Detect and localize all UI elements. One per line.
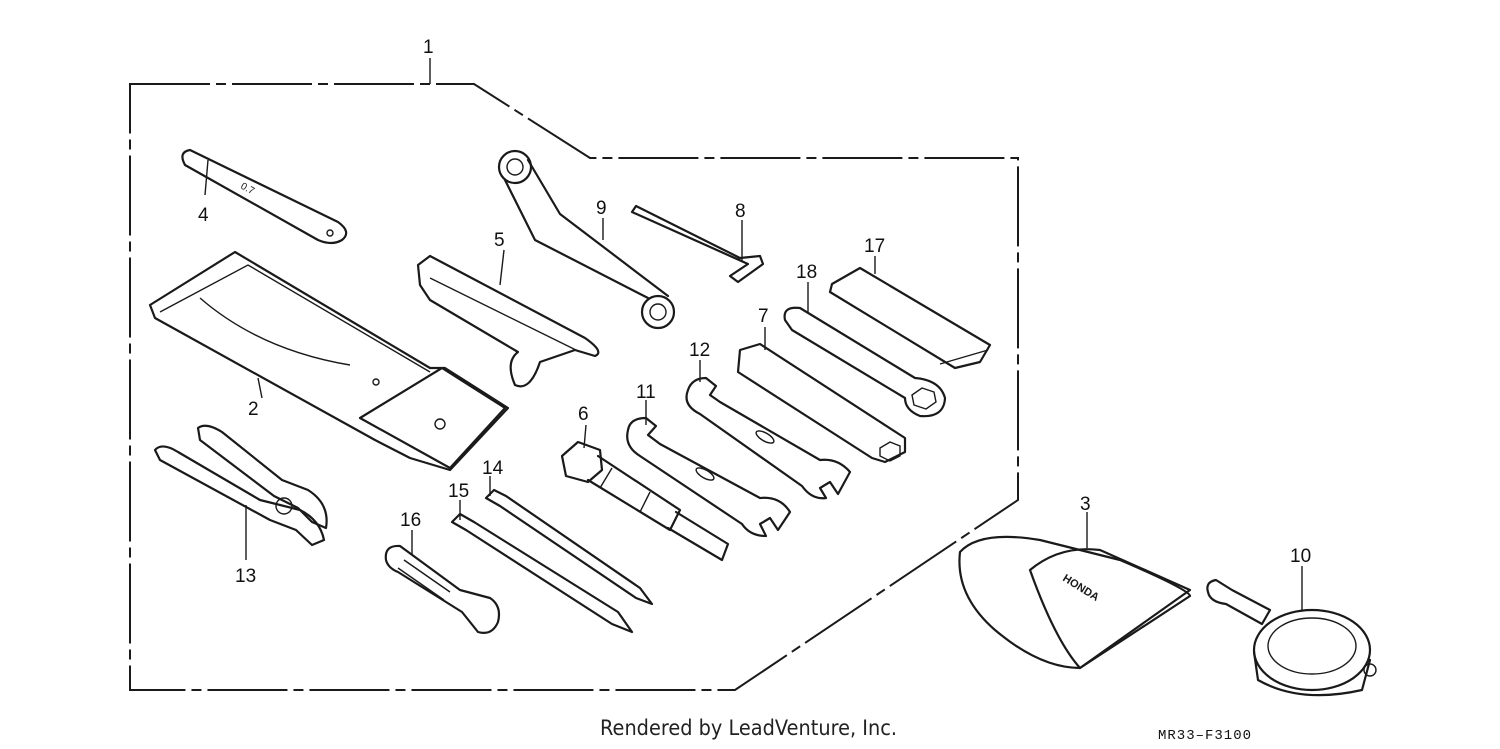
kit-boundary-frame: [129, 83, 1019, 691]
callout-3: 3: [1080, 494, 1091, 515]
part-17-handle-grip[interactable]: [828, 266, 992, 370]
part-10-pressure-gauge[interactable]: [1206, 578, 1377, 697]
svg-text:0.7: 0.7: [239, 181, 257, 197]
callout-2: 2: [248, 399, 259, 420]
callout-5: 5: [494, 230, 505, 251]
part-7-socket-wrench[interactable]: [736, 342, 907, 464]
callout-12: 12: [689, 340, 710, 361]
part-12-open-end-wrench[interactable]: [685, 376, 852, 500]
leader-lines: [204, 58, 1303, 610]
callout-14: 14: [482, 458, 504, 479]
part-15-screwdriver-blade[interactable]: [450, 512, 634, 634]
callout-4: 4: [198, 205, 209, 226]
callout-6: 6: [578, 404, 589, 425]
callout-numbers: 1 2 3 4 5 6 7 8 9 10 11 12 13 14 15 16 1…: [198, 37, 1311, 587]
part-13-pliers[interactable]: [153, 424, 328, 547]
callout-1: 1: [423, 37, 434, 58]
part-18-box-wrench-24[interactable]: [783, 306, 947, 418]
part-14-screwdriver-blade[interactable]: [484, 488, 654, 606]
diagram-code: MR33–F3100: [1158, 728, 1253, 744]
render-credit-caption: Rendered by LeadVenture, Inc.: [600, 716, 897, 740]
callout-16: 16: [400, 510, 421, 531]
callout-18: 18: [796, 262, 817, 283]
part-5-pin-spanner[interactable]: [416, 254, 600, 388]
callout-7: 7: [758, 306, 769, 327]
svg-text:HONDA: HONDA: [1060, 572, 1101, 604]
callout-13: 13: [235, 566, 256, 587]
part-11-open-end-wrench[interactable]: [626, 416, 792, 538]
part-16-screwdriver-handle[interactable]: [384, 544, 501, 634]
callout-15: 15: [448, 481, 469, 502]
part-8-hex-key[interactable]: [630, 204, 765, 284]
part-9-box-wrench[interactable]: [497, 149, 676, 330]
callout-11: 11: [636, 382, 656, 403]
part-3-pouch[interactable]: HONDA: [958, 535, 1192, 670]
part-2-tool-bag[interactable]: [148, 250, 510, 472]
callout-10: 10: [1290, 546, 1311, 567]
callout-17: 17: [864, 236, 885, 257]
part-6-spark-plug-wrench[interactable]: [560, 440, 730, 562]
callout-9: 9: [596, 198, 607, 219]
callout-8: 8: [735, 201, 746, 222]
